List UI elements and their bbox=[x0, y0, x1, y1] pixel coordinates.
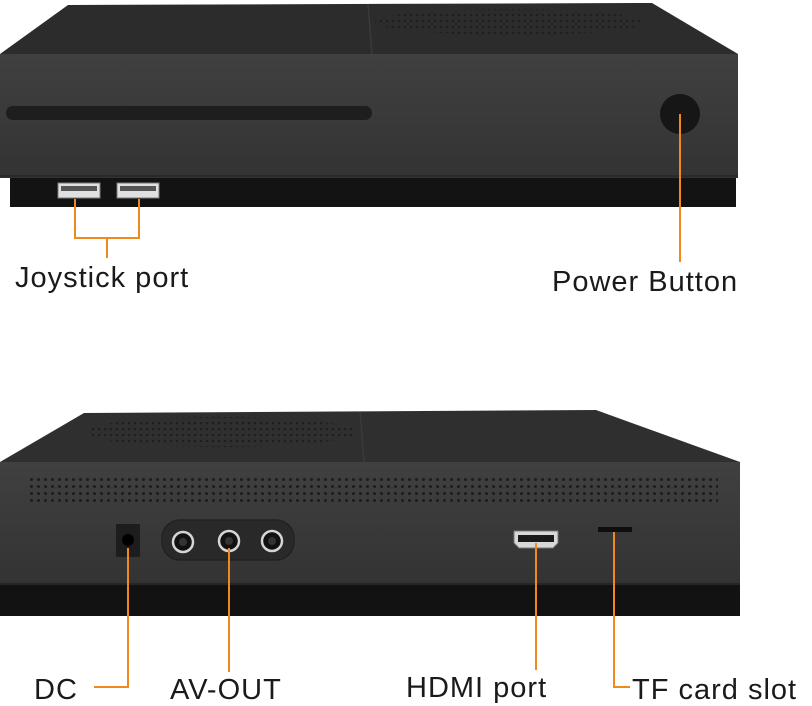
back-vent-strip bbox=[28, 478, 718, 506]
av-out-jacks bbox=[161, 519, 295, 561]
hdmi-port-label: HDMI port bbox=[406, 672, 548, 704]
dc-label: DC bbox=[34, 674, 78, 706]
tf-card-slot bbox=[598, 527, 632, 532]
hdmi-port bbox=[513, 530, 559, 549]
usb-port-1 bbox=[57, 182, 101, 199]
top-seam bbox=[367, 3, 373, 55]
av-out-label: AV-OUT bbox=[170, 674, 282, 706]
power-button-label: Power Button bbox=[552, 266, 739, 298]
top-vent-grille bbox=[375, 9, 645, 35]
console-back-view bbox=[0, 410, 740, 616]
disc-slot bbox=[6, 106, 372, 120]
usb-port-2 bbox=[116, 182, 160, 199]
tf-card-slot-label: TF card slot bbox=[632, 674, 798, 706]
joystick-port-label: Joystick port bbox=[15, 262, 190, 294]
dc-callout-line bbox=[94, 548, 129, 688]
back-callout-lines bbox=[94, 532, 630, 688]
tf-callout-line bbox=[613, 532, 630, 688]
console-front-view bbox=[0, 3, 738, 207]
back-top-vent-grille bbox=[86, 417, 358, 447]
console-back-base bbox=[0, 585, 740, 616]
front-callout-lines bbox=[74, 114, 681, 262]
